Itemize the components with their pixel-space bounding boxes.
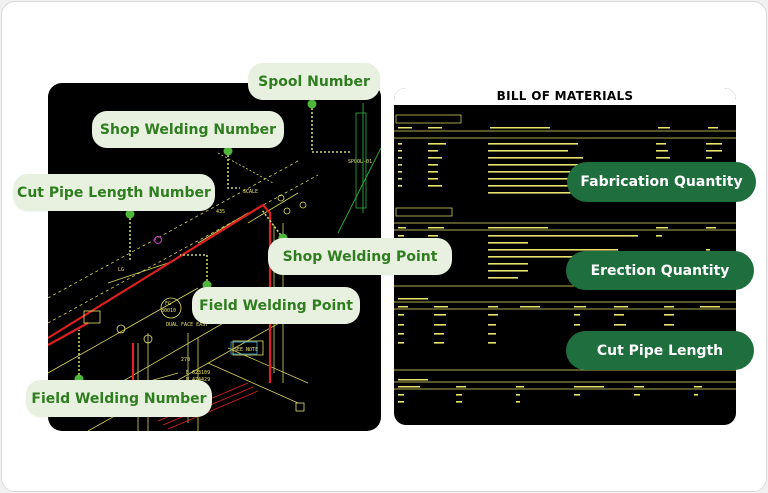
shop-welding-point-callout: Shop Welding Point <box>268 238 452 275</box>
svg-text:LG: LG <box>118 267 124 273</box>
svg-text:30010: 30010 <box>161 308 176 314</box>
svg-text:E 623109: E 623109 <box>186 370 210 376</box>
svg-text:270: 270 <box>181 357 190 363</box>
bom-title: BILL OF MATERIALS <box>394 88 736 105</box>
shop-welding-number-callout: Shop Welding Number <box>92 111 284 148</box>
cut-pipe-length-callout: Cut Pipe Length <box>566 331 754 370</box>
bom-table-graphic <box>394 114 736 403</box>
cut-pipe-length-number-callout: Cut Pipe Length Number <box>13 174 215 211</box>
spool-number-callout: Spool Number <box>248 63 380 100</box>
field-welding-number-callout: Field Welding Number <box>26 380 212 417</box>
svg-text:SEE NOTE: SEE NOTE <box>234 347 258 353</box>
svg-text:SPOOL-01: SPOOL-01 <box>348 159 372 165</box>
field-welding-point-callout: Field Welding Point <box>192 287 360 324</box>
svg-text:435: 435 <box>216 209 225 215</box>
svg-text:FG: FG <box>165 301 171 307</box>
erection-quantity-callout: Erection Quantity <box>566 251 754 290</box>
svg-text:DUAL FACE EAST: DUAL FACE EAST <box>166 322 208 328</box>
svg-text:SCALE: SCALE <box>243 189 258 195</box>
fabrication-quantity-callout: Fabrication Quantity <box>567 162 756 202</box>
